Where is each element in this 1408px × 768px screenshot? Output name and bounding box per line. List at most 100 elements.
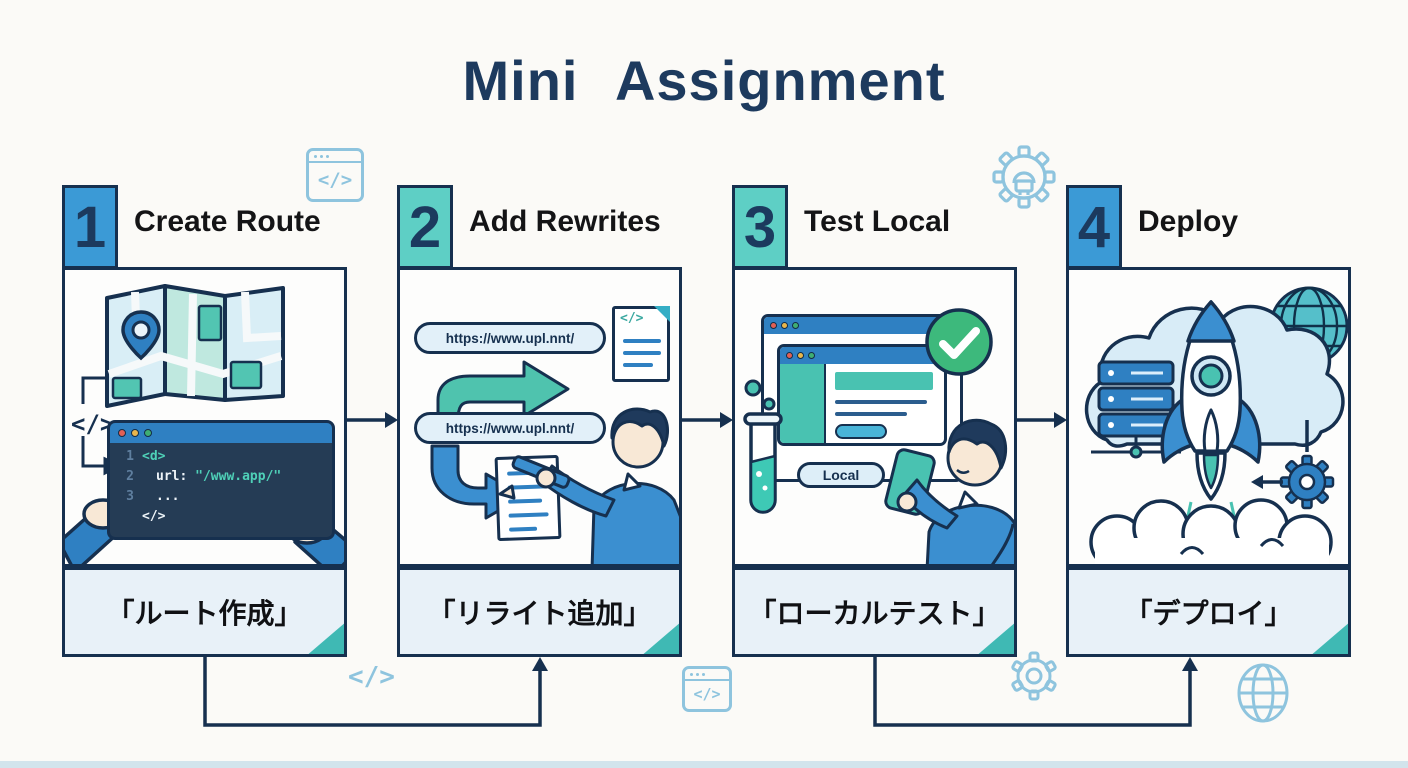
caption-japanese: 「デプロイ」	[1066, 567, 1351, 657]
hair	[610, 407, 669, 448]
window-dots	[685, 669, 729, 681]
step-number-badge: 4	[1066, 185, 1122, 269]
corner-accent	[305, 621, 344, 654]
smile	[956, 469, 970, 474]
bottom-accent-strip	[0, 761, 1408, 768]
editor-titlebar	[110, 423, 332, 443]
local-pill: Local	[797, 462, 885, 488]
step-panel-1: 1 Create Route	[62, 185, 347, 657]
hair	[947, 418, 1008, 470]
person-writing	[498, 407, 679, 564]
corner-accent	[1309, 621, 1348, 654]
step-number: 2	[408, 194, 442, 260]
collar	[957, 490, 979, 510]
gear-robot-icon	[992, 145, 1056, 209]
smoke-cloud	[1089, 498, 1333, 564]
check-circle-icon	[925, 308, 993, 376]
line-number: 1	[126, 449, 134, 464]
caption-text: 「デプロイ」	[1124, 597, 1293, 630]
window-dot-yellow	[131, 429, 139, 437]
corner-accent	[975, 621, 1014, 654]
step-title: Test Local	[804, 205, 951, 238]
step-title: Create Route	[134, 205, 321, 238]
code-window-icon: </>	[306, 148, 364, 202]
location-pin-icon	[121, 310, 161, 361]
step-number-badge: 2	[397, 185, 453, 269]
connector-step1-to-step2	[203, 655, 548, 727]
window-dot-red	[118, 429, 126, 437]
url-pill-top: https://www.upl.nnt/	[414, 322, 606, 354]
code-text: <d>	[142, 449, 166, 464]
step-number: 3	[743, 194, 777, 260]
browser-titlebar	[764, 317, 960, 334]
connector-step3-to-step4	[873, 655, 1198, 727]
caption-text: 「リライト追加」	[427, 597, 652, 630]
code-string: "/www.app/"	[195, 469, 282, 484]
arrow-step3-to-step4	[1014, 412, 1067, 428]
browser-titlebar	[780, 347, 944, 364]
step-number: 4	[1077, 194, 1111, 260]
step-panel-4: 4 Deploy	[1066, 185, 1351, 657]
url-text: https://www.upl.nnt/	[445, 420, 575, 436]
gear-outline-icon	[1011, 651, 1057, 701]
arrow-step1-to-step2	[345, 412, 398, 428]
test-tube-icon	[743, 379, 783, 514]
content-block	[826, 364, 944, 443]
gear-icon	[1251, 420, 1335, 510]
caption-text: 「ローカルテスト」	[748, 597, 1001, 630]
step-illustration-create-route: </> 1 <d> 2 url: "/www.app/" 3... </>	[62, 267, 347, 567]
window-dots	[309, 151, 361, 163]
page-title: Mini Assignment	[462, 49, 946, 112]
url-text: https://www.upl.nnt/	[445, 330, 575, 346]
step-title: Add Rewrites	[469, 205, 661, 238]
line-number	[118, 507, 134, 527]
hand	[535, 467, 557, 489]
corner-accent	[640, 621, 679, 654]
gear-arrow	[1251, 475, 1283, 489]
code-text: </>	[142, 509, 166, 524]
rewrite-arrow-right-icon	[436, 360, 570, 422]
caption-japanese: 「リライト追加」	[397, 567, 682, 657]
globe-outline-icon	[1237, 663, 1289, 723]
hand	[896, 491, 918, 513]
caption-japanese: 「ルート作成」	[62, 567, 347, 657]
code-tag-icon: </>	[317, 169, 353, 191]
window-dot-green	[144, 429, 152, 437]
step-title: Deploy	[1138, 205, 1239, 238]
step-illustration-test-local: Local	[732, 267, 1017, 567]
arm	[901, 478, 959, 530]
code-tag-icon: </>	[348, 662, 395, 692]
map-icon	[105, 284, 285, 408]
step-number-badge: 3	[732, 185, 788, 269]
arrow-step2-to-step3	[680, 412, 733, 428]
code-tag-icon: </>	[693, 685, 721, 703]
rocket-launch-scene	[1084, 286, 1348, 564]
line-number: 2	[126, 469, 134, 484]
caption-text: 「ルート作成」	[106, 597, 303, 630]
step-panel-3: 3 Test Local	[732, 185, 1017, 657]
line-number: 3	[126, 489, 134, 504]
step-number-badge: 1	[62, 185, 118, 269]
url-pill-bottom: https://www.upl.nnt/	[414, 412, 606, 444]
sidebar-block	[780, 364, 826, 443]
step-number: 1	[73, 194, 107, 260]
collar	[622, 472, 642, 492]
back-arm	[990, 523, 1014, 564]
step-panel-2: 2 Add Rewrites https://www.upl.nnt/ </> …	[397, 185, 682, 657]
code-text: ...	[156, 489, 180, 504]
page-fold	[654, 306, 670, 322]
step-illustration-add-rewrites: https://www.upl.nnt/ </> https://www.upl…	[397, 267, 682, 567]
button-shape	[835, 424, 887, 439]
rocket-icon	[1160, 300, 1262, 501]
code-editor-window: 1 <d> 2 url: "/www.app/" 3... </>	[107, 420, 335, 540]
browser-window-inner	[777, 344, 947, 446]
code-tag-icon: </>	[620, 311, 644, 326]
caption-japanese: 「ローカルテスト」	[732, 567, 1017, 657]
document-code-icon: </>	[612, 306, 670, 382]
local-label: Local	[822, 467, 860, 483]
code-text: url:	[156, 469, 196, 484]
code-window-icon: </>	[682, 666, 732, 712]
step-illustration-deploy	[1066, 267, 1351, 567]
person-with-phone	[884, 418, 1014, 564]
